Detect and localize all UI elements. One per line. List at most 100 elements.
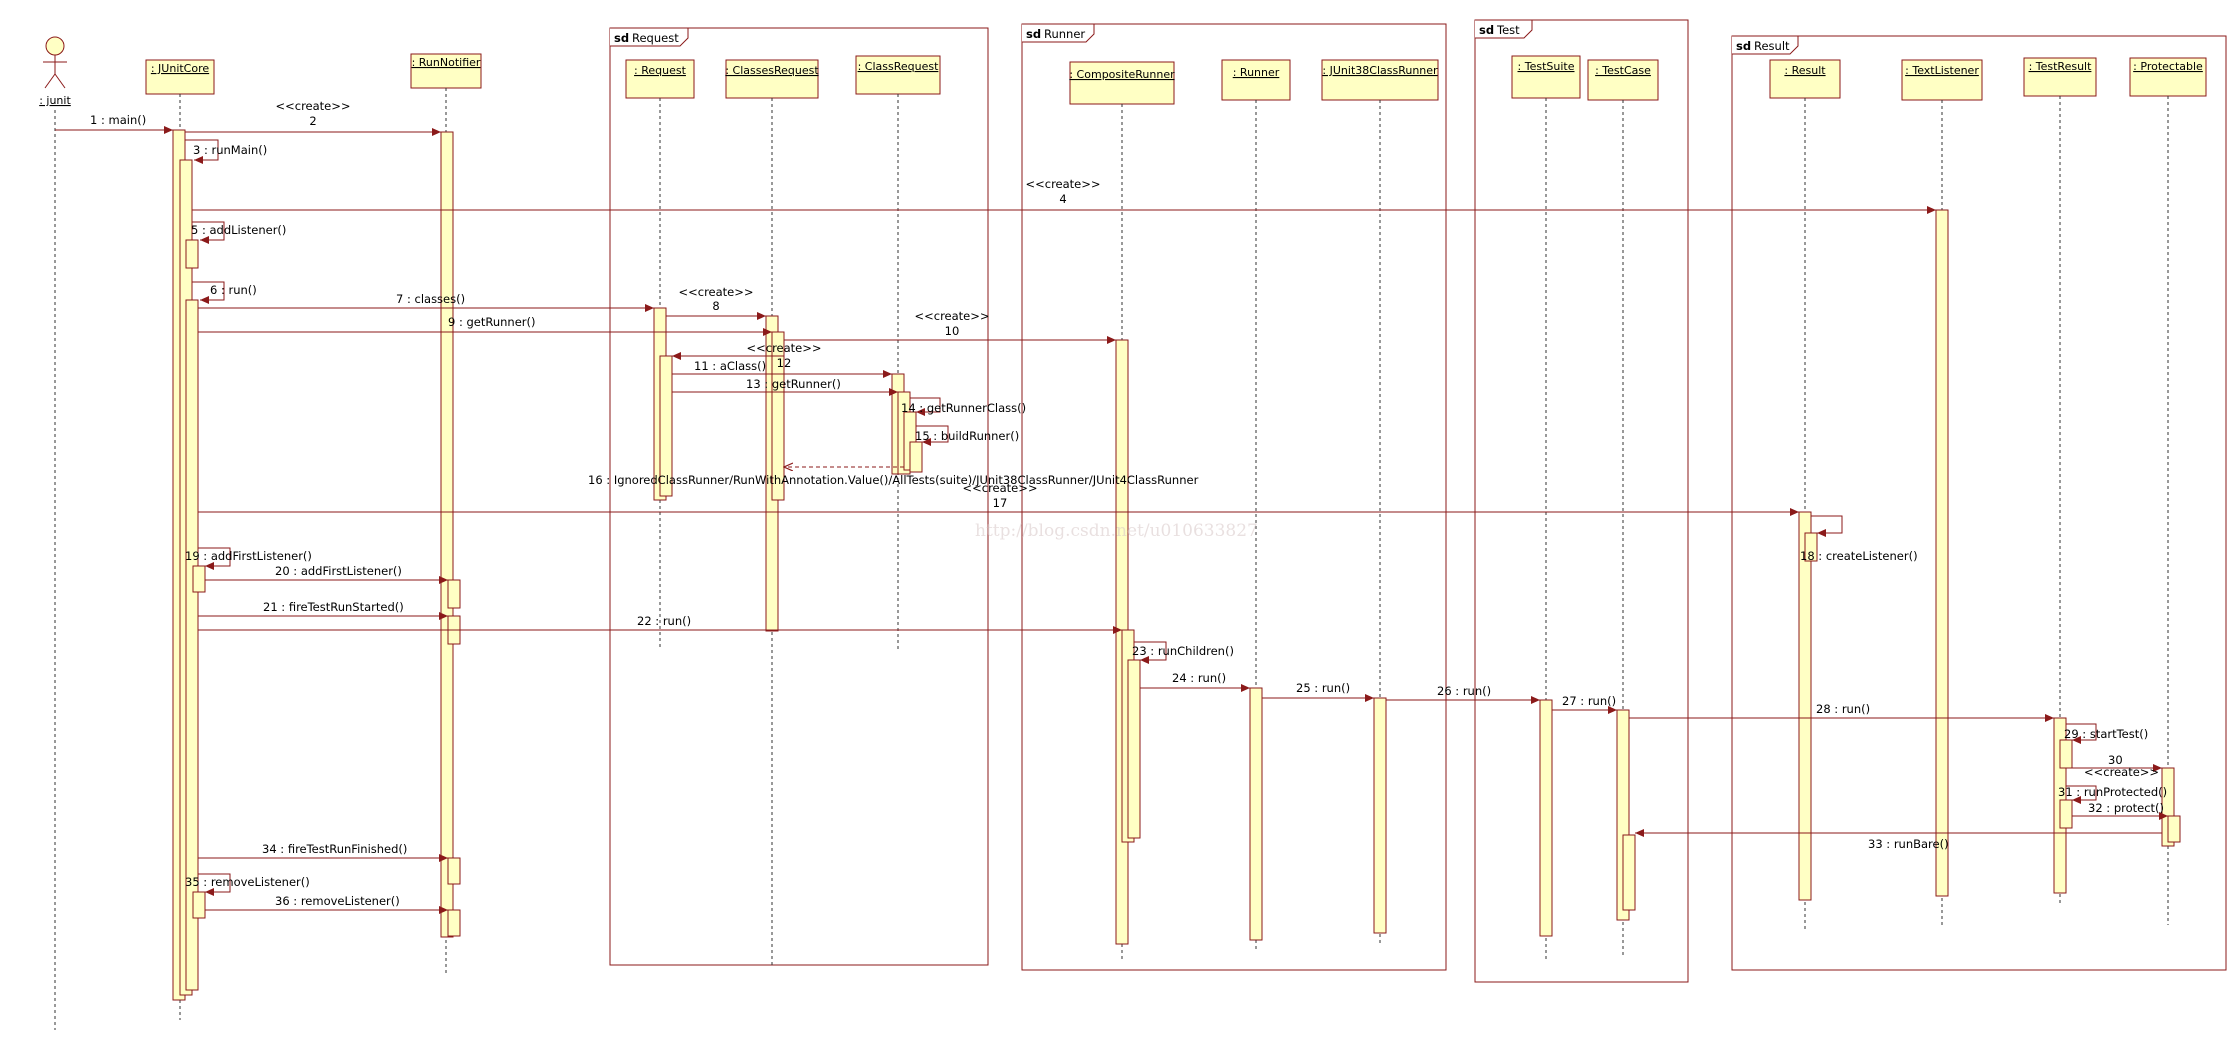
activation-bar [2059,739,2073,769]
activation-bar [1935,209,1949,897]
message-label-2: 2 [309,114,316,128]
frame-request-tag: sd [614,31,629,45]
frame-runner: sd Runner [1021,23,1447,971]
activation-bar [1539,699,1553,937]
frame-request: sd Request [609,27,989,966]
message-arrows [55,126,2168,914]
frame-runner-name: Runner [1044,27,1085,41]
lifeline-head-result: : Result [1769,59,1841,99]
message-label-26: 26 : run() [1437,684,1491,698]
message-arrow-18 [1811,515,1843,537]
message-label-30: 30 [2108,753,2123,767]
message-label-20: 20 : addFirstListener() [275,564,402,578]
message-label-2-stereotype: <<create>> [275,99,350,113]
lifeline-head-testresult: : TestResult [2023,57,2097,97]
message-label-14: 14 : getRunnerClass() [901,401,1026,415]
lifeline-head-classesrequest: : ClassesRequest [725,59,819,99]
message-label-30-stereotype: <<create>> [2084,765,2159,779]
activation-bar [440,131,454,938]
lifeline-label-compositerunner: : CompositeRunner [1069,68,1175,81]
message-label-13: 13 : getRunner() [746,377,841,391]
frame-result: sd Result [1731,35,2227,971]
frame-request-name: Request [632,31,679,45]
frame-test-name: Test [1496,23,1520,37]
activation-bar [1373,697,1387,934]
activation-bar [1622,834,1636,911]
activation-bar [2059,799,2073,829]
lifeline-head-request: : Request [625,59,695,99]
message-label-4-stereotype: <<create>> [1025,177,1100,191]
message-label-11: 11 : aClass() [694,359,766,373]
message-label-21: 21 : fireTestRunStarted() [263,600,404,614]
activation-bar [192,565,206,593]
message-label-35: 35 : removeListener() [185,875,310,889]
lifeline-head-textlistener: : TextListener [1901,59,1983,101]
actor-junit: : junit [39,36,71,107]
message-label-12-stereotype: <<create>> [746,341,821,355]
frame-test: sd Test [1474,19,1689,983]
frame-test-tag: sd [1479,23,1494,37]
frame-result-tag: sd [1736,39,1751,53]
message-label-8: 8 [712,299,719,313]
lifeline-label-result: : Result [1784,64,1826,77]
lifeline-label-request: : Request [634,64,687,77]
message-label-1: 1 : main() [90,113,146,127]
lifeline-label-classesrequest: : ClassesRequest [725,64,819,77]
lifeline-head-testcase: : TestCase [1587,59,1659,101]
message-label-31: 31 : runProtected() [2058,785,2167,799]
activation-bar [1798,511,1812,901]
message-arrow-5 [192,221,225,244]
message-label-36: 36 : removeListener() [275,894,400,908]
activation-bar [1249,687,1263,941]
lifeline-label-protectable: : Protectable [2133,60,2203,73]
lifeline-label-runnotifier: : RunNotifier [412,56,481,69]
message-label-16: 16 : IgnoredClassRunner/RunWithAnnotatio… [588,473,1199,487]
message-arrow-14 [910,397,941,416]
lifeline-head-runnotifier: : RunNotifier [410,53,482,89]
lifeline-label-testcase: : TestCase [1595,64,1651,77]
activation-bar [1127,659,1141,839]
frame-runner-tag: sd [1026,27,1041,41]
frame-result-name: Result [1754,39,1790,53]
lifeline-label-testresult: : TestResult [2029,60,2093,73]
message-arrow-23 [1134,641,1167,664]
message-label-17: 17 [993,496,1008,510]
lifeline-label-textlistener: : TextListener [1905,64,1979,77]
message-arrow-31 [2066,785,2097,804]
lifeline-label-junit38classrunner: : JUnit38ClassRunner [1322,64,1438,77]
message-label-10-stereotype: <<create>> [914,309,989,323]
activation-bar [2167,815,2181,843]
message-label-32: 32 : protect() [2088,801,2164,815]
message-arrow-19 [198,547,231,570]
actor-label: : junit [39,94,71,107]
message-label-17-stereotype: <<create>> [962,481,1037,495]
lifeline-label-junitcore: : JUnitCore [151,62,210,75]
message-arrow-6 [192,281,225,304]
message-labels: 1 : main() <<create>> 2 3 : runMain() <<… [90,99,2167,908]
message-label-28: 28 : run() [1816,702,1870,716]
lifeline-head-testsuite: : TestSuite [1511,55,1581,99]
activations [172,129,2181,1001]
message-label-12: 12 [777,356,792,370]
activation-bar [185,299,199,991]
message-label-33: 33 : runBare() [1868,837,1949,851]
message-label-8-stereotype: <<create>> [678,285,753,299]
message-label-3: 3 : runMain() [193,143,267,157]
activation-bar [447,857,461,885]
activation-bar [447,909,461,937]
watermark-text: http://blog.csdn.net/u010633827 [975,521,1258,541]
lifeline-label-classrequest: : ClassRequest [858,60,940,73]
lifeline-label-testsuite: : TestSuite [1518,60,1575,73]
message-label-23: 23 : runChildren() [1132,644,1234,658]
message-label-7: 7 : classes() [396,292,465,306]
activation-bar [659,355,673,497]
activation-bar [185,239,199,269]
lifeline-head-protectable: : Protectable [2129,57,2207,97]
activation-bar [447,579,461,609]
message-label-29: 29 : startTest() [2064,727,2148,741]
activation-bar [192,891,206,919]
message-label-15: 15 : buildRunner() [915,429,1019,443]
lifeline-head-classrequest: : ClassRequest [855,55,941,95]
lifeline-head-junitcore: : JUnitCore [145,59,215,95]
